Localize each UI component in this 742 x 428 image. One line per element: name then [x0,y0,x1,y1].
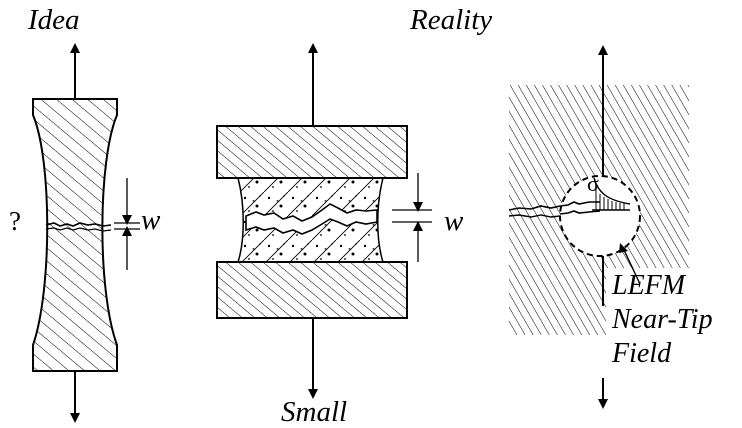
stress-distribution [592,177,631,211]
small-bottom-grip [216,261,408,319]
w-dimension-left [114,178,140,270]
reality-title: Reality [410,4,493,36]
lefm-field-circle [559,175,641,257]
idea-specimen-body [32,98,118,372]
lefm-label-line3: Field [612,338,672,369]
lefm-label-line1: LEFM [612,270,686,301]
question-mark: ? [9,206,21,236]
w-label-middle: w [444,205,464,237]
w-dimension-middle [392,173,432,262]
small-title: Small [281,396,348,428]
idea-specimen [32,43,118,423]
small-crack-band [245,203,378,235]
small-top-grip [216,125,408,179]
lefm-pointer [623,249,641,285]
lefm-label-line2: Near-Tip [612,304,713,335]
idea-title: Idea [28,4,80,36]
small-specimen [216,43,408,399]
w-label-left: w [141,204,161,236]
large-specimen [508,45,726,409]
sigma-label: σ [587,171,599,196]
idea-crack [45,222,112,227]
